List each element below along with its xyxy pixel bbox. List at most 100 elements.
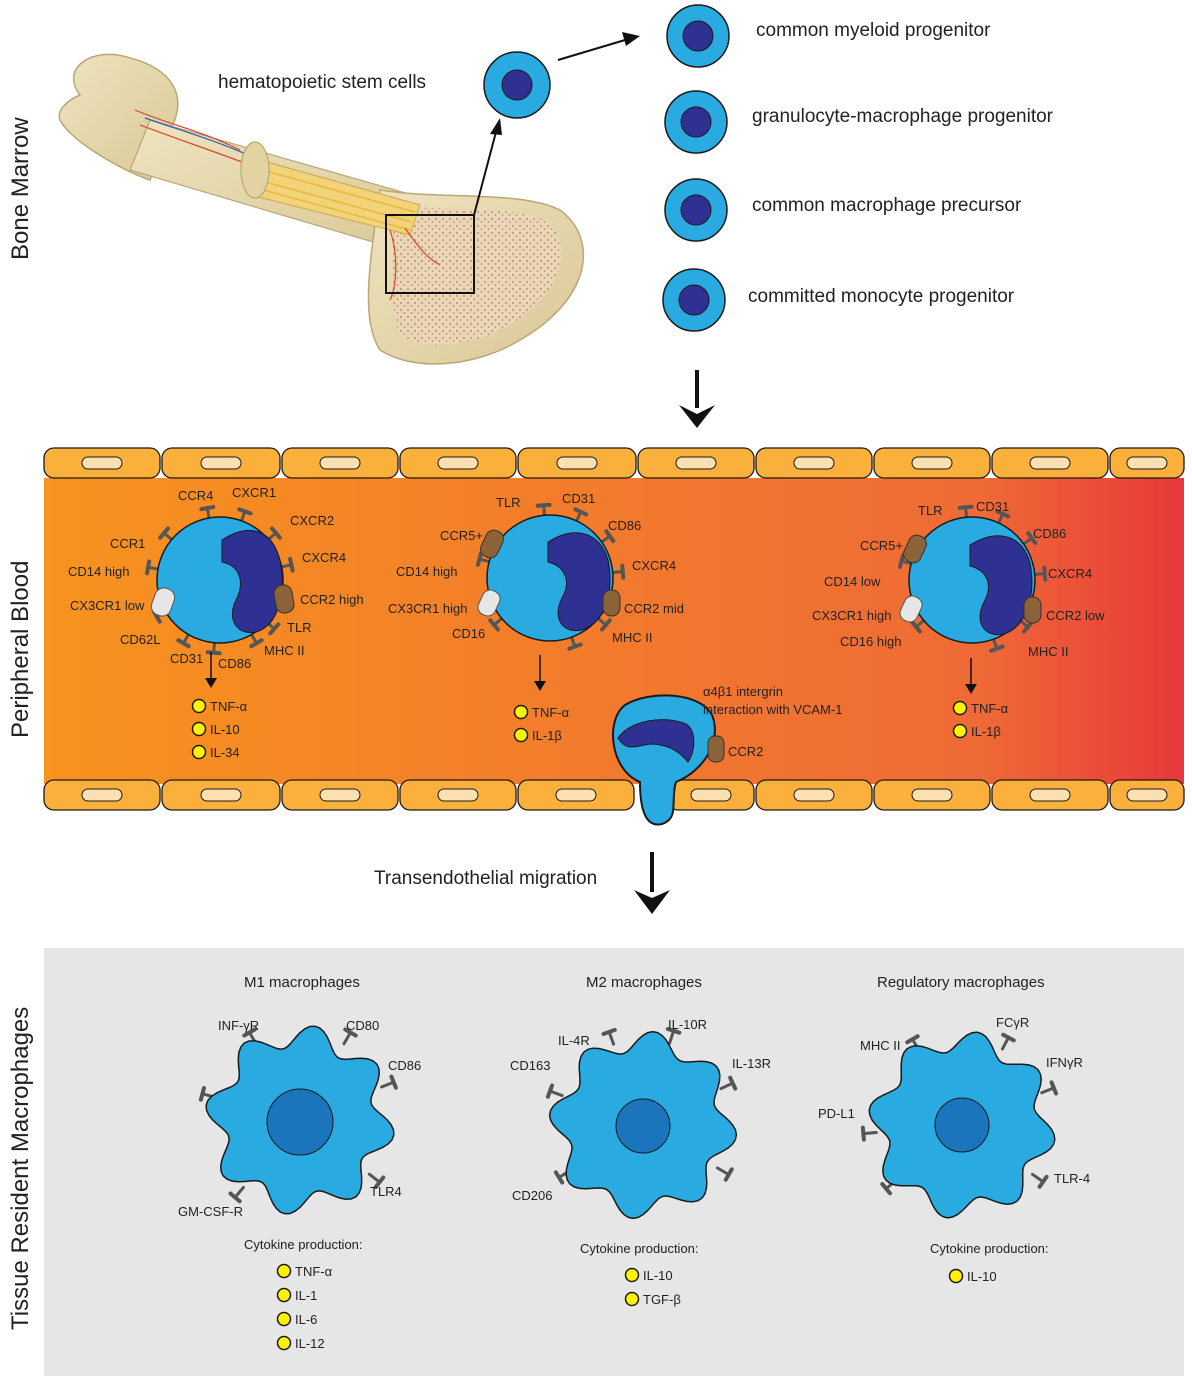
cytokine-item: TNF-α — [513, 704, 570, 720]
receptor-icon — [237, 507, 253, 523]
receptor-icon — [860, 1125, 878, 1142]
cytokine-dot — [948, 1268, 964, 1284]
endothelial-cell — [755, 447, 873, 479]
receptor-icon — [600, 529, 616, 544]
receptor-label: TLR — [496, 495, 521, 510]
m1-macrophage: M1 macrophages INF-γR CD80 CD86 GM-CSF-R… — [178, 974, 421, 1351]
receptor-icon — [601, 1027, 617, 1046]
receptor-icon — [249, 633, 264, 649]
section-label-bone-marrow: Bone Marrow — [7, 117, 34, 260]
integrin-label: interaction with VCAM-1 — [703, 702, 842, 717]
receptor-label: CD31 — [562, 491, 595, 506]
receptor-label: CD86 — [218, 656, 251, 671]
down-arrow-2 — [634, 852, 670, 914]
receptor-label: CXCR2 — [290, 513, 334, 528]
receptor-label: CXCR4 — [632, 558, 676, 573]
receptor-label: PD-L1 — [818, 1106, 855, 1121]
cytokine-item: IL-6 — [276, 1311, 317, 1327]
receptor-label: CD163 — [510, 1058, 550, 1073]
receptor-label: CD86 — [1033, 526, 1066, 541]
cytokine-item: IL-34 — [191, 744, 240, 760]
cytokine-label: IL-12 — [295, 1336, 325, 1351]
cytokine-title: Cytokine production: — [244, 1237, 363, 1252]
progenitor-gmp: granulocyte-macrophage progenitor — [664, 90, 1054, 154]
receptor-label: IL-4R — [558, 1033, 590, 1048]
receptor-icon — [280, 556, 295, 573]
differentiation-arrow — [557, 39, 626, 61]
monocyte-classical: CCR4 CXCR1 CXCR2 CCR1 CXCR4 CD14 high CC… — [68, 485, 364, 760]
endothelial-cell — [991, 779, 1109, 811]
bone-illustration — [58, 53, 585, 365]
down-arrow-1 — [679, 370, 715, 428]
receptor-label: INF-γR — [218, 1018, 259, 1033]
macrophage-title: M1 macrophages — [244, 974, 360, 991]
endothelial-cell — [755, 779, 873, 811]
progenitor-list: common myeloid progenitor granulocyte-ma… — [662, 4, 1054, 332]
receptor-icon — [266, 526, 282, 542]
receptor-icon — [367, 1172, 386, 1189]
secretion-arrow — [965, 658, 977, 694]
cytokine-label: IL-6 — [295, 1312, 317, 1327]
endothelium-top — [43, 447, 1185, 479]
receptor-icon — [573, 507, 589, 523]
receptor-icon — [158, 526, 174, 542]
ccr2-label: CCR2 — [728, 744, 763, 759]
cytokine-list: IL-10 — [948, 1268, 997, 1284]
cytokine-item: TNF-α — [952, 700, 1009, 716]
cytokine-list: TNF-αIL-1β — [513, 704, 570, 743]
receptor-label: CD80 — [346, 1018, 379, 1033]
receptor-label: CD62L — [120, 632, 160, 647]
cytokine-dot — [191, 721, 207, 737]
cytokine-item: IL-10 — [191, 721, 240, 737]
receptor-label: CX3CR1 high — [812, 608, 892, 623]
receptor-icon — [989, 637, 1005, 653]
receptor-label: MHC II — [612, 630, 652, 645]
monocyte-intermediate: TLR CD31 CCR5+ CD86 CD14 high CXCR4 CX3C… — [388, 491, 684, 743]
endothelial-cell — [161, 447, 281, 479]
receptor-icon — [1022, 531, 1038, 546]
peripheral-blood-section: Peripheral Blood CCR4 CXCR1 CXCR2 CCR1 C… — [7, 447, 1185, 914]
cytokine-item: TGF-β — [624, 1291, 681, 1307]
progenitor-label: committed monocyte progenitor — [748, 286, 1015, 307]
receptor-icon — [488, 616, 504, 632]
receptor-icon — [1018, 618, 1034, 634]
receptor-label: TLR — [287, 620, 312, 635]
cytokine-label: IL-10 — [967, 1269, 997, 1284]
cytokine-label: IL-10 — [210, 722, 240, 737]
progenitor-cmop: common macrophage precursor — [664, 178, 1022, 242]
cytokine-label: IL-10 — [643, 1268, 673, 1283]
receptor-label: CD16 — [452, 626, 485, 641]
receptor-icon — [380, 1074, 398, 1090]
secretion-arrow — [534, 655, 546, 691]
cytokine-item: TNF-α — [191, 698, 248, 714]
cytokine-item: IL-10 — [624, 1267, 673, 1283]
receptor-icon — [199, 505, 216, 520]
cytokine-dot — [513, 727, 529, 743]
receptor-label: CD86 — [608, 518, 641, 533]
cytokine-label: TNF-α — [971, 701, 1009, 716]
receptor-icon — [145, 559, 160, 576]
cytokine-dot — [624, 1267, 640, 1283]
receptor-icon — [715, 1166, 734, 1182]
receptor-icon — [719, 1075, 738, 1091]
receptor-label: CXCR4 — [302, 550, 346, 565]
receptor-icon — [1030, 1172, 1049, 1189]
receptor-label: MHC II — [264, 643, 304, 658]
progenitor-label: common myeloid progenitor — [756, 20, 991, 41]
zoom-box — [385, 214, 475, 294]
cytokine-dot — [624, 1291, 640, 1307]
migration-label: Transendothelial migration — [374, 868, 597, 889]
tissue-section: Tissue Resident Macrophages M1 macrophag… — [7, 948, 1184, 1376]
cytokine-dot — [276, 1287, 292, 1303]
receptor-icon — [228, 1185, 245, 1204]
progenitor-label: common macrophage precursor — [752, 195, 1022, 216]
cytokine-label: IL-1 — [295, 1288, 317, 1303]
receptor-label: CCR1 — [110, 536, 145, 551]
bone-marrow-section: Bone Marrow hematopoietic stem cells — [7, 4, 1054, 428]
cytokine-dot — [276, 1263, 292, 1279]
receptor-label: CD31 — [976, 499, 1009, 514]
endothelial-cell — [637, 447, 755, 479]
endothelial-cell — [399, 779, 517, 811]
cytokine-label: TGF-β — [643, 1292, 681, 1307]
macrophage-title: Regulatory macrophages — [877, 974, 1045, 991]
